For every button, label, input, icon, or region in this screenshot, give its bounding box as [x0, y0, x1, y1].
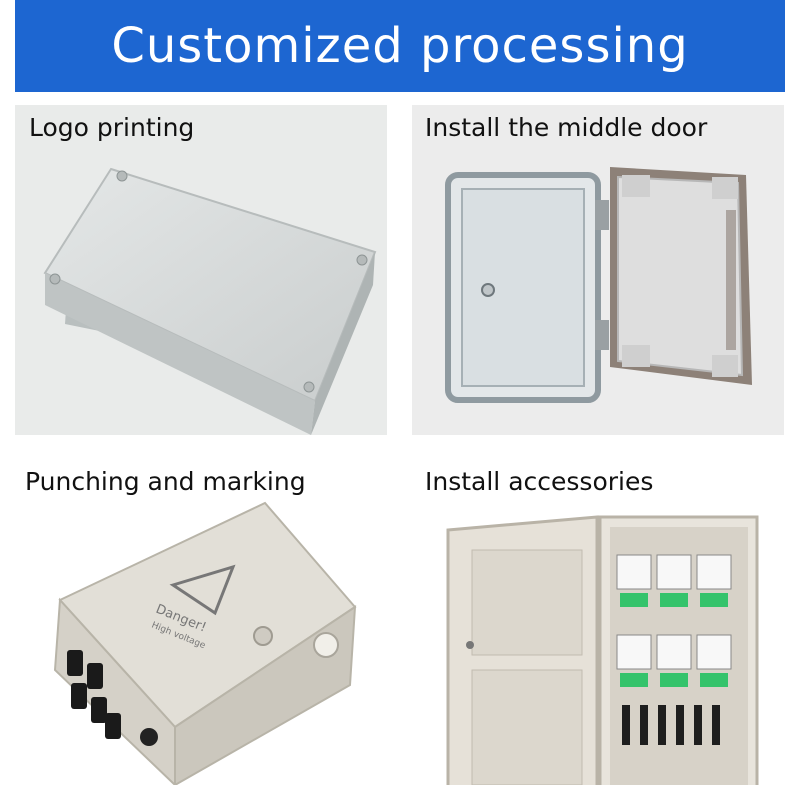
- marked-enclosure-photo: Danger! High voltage: [53, 501, 357, 785]
- plain-enclosure-photo: [43, 167, 377, 435]
- panel-label: Install the middle door: [425, 113, 708, 142]
- breaker-modules: [616, 554, 732, 687]
- title-banner: Customized processing: [15, 0, 785, 92]
- panel-middle-door: Install the middle door: [412, 105, 784, 435]
- panel-label: Install accessories: [425, 467, 654, 496]
- page-title: Customized processing: [111, 18, 689, 74]
- panel-install-accessories: Install accessories: [412, 455, 784, 785]
- panel-label: Punching and marking: [25, 467, 306, 496]
- panel-punching-marking: Punching and marking Danger! High voltag…: [15, 455, 387, 785]
- enclosure-with-accessories-photo: [446, 515, 759, 785]
- panel-logo-printing: Logo printing: [15, 105, 387, 435]
- panel-label: Logo printing: [29, 113, 195, 142]
- enclosure-with-door-photo: [445, 167, 752, 403]
